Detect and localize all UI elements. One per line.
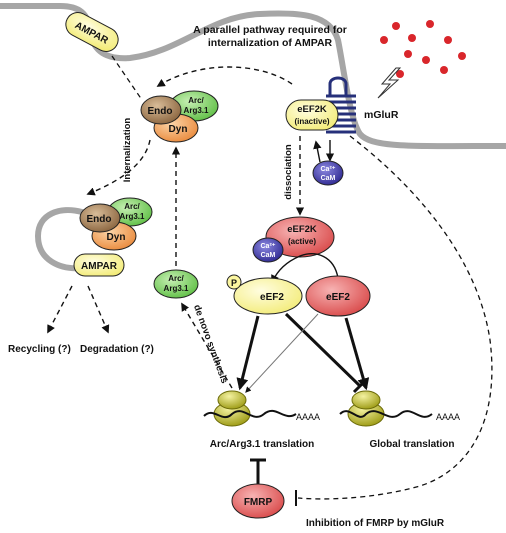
arc-translation-label: Arc/Arg3.1 translation [210,439,314,450]
endocytic-vesicle [34,207,85,272]
ribosome-icon-global [347,390,385,427]
fmrp-label: FMRP [244,497,273,508]
internalization-label: Internalization [122,118,133,183]
polya-tail-right: AAAA [436,412,460,422]
phos-eef2-to-arc-arrow [236,315,260,391]
svg-text:Endo: Endo [148,106,173,117]
phos-eef2-inhibits-global [284,312,368,394]
svg-text:AMPAR: AMPAR [81,261,118,272]
fmrp-protein [231,483,285,519]
svg-text:Arc/: Arc/ [124,202,140,211]
svg-text:Endo: Endo [87,214,112,225]
recycling-label: Recycling (?) [8,344,71,355]
svg-text:Dyn: Dyn [107,232,126,243]
eef2-to-global-arrow [344,317,370,391]
ca-calmodulin-free [312,160,344,186]
svg-text:(inactive): (inactive) [294,117,329,126]
svg-text:P: P [231,278,237,288]
cacam-free-label-line1: Ca²⁺ [321,166,336,173]
global-translation-label: Global translation [369,439,454,450]
svg-text:eEF2: eEF2 [260,292,284,303]
eef2k-inactive: eEF2K (inactive) [285,99,339,131]
arc-protein-newly-synthesized [153,269,199,299]
mrna-strand-global [339,410,433,418]
arc-free-label-line1: Arc/ [168,274,184,283]
ampar-internalized: AMPAR [73,253,125,277]
parallel-pathway-title-line2: internalization of AMPAR [208,37,333,49]
de-novo-synthesis-label: de novo synthesis [191,303,230,385]
mglur-inhibits-fmrp-path [297,135,493,500]
ampar-to-endocytic-dash [111,55,143,101]
eef2k-active-label-line1: eEF2K [287,224,317,235]
polya-tail-left: AAAA [296,412,320,422]
internalization-arrow [86,139,151,196]
endocytic-complex-vesicle: Arc/ Arg3.1 Dyn Endo [79,197,153,251]
cacam-bound-label-line1: Ca²⁺ [261,243,276,250]
cacam-free-label-line2: CaM [321,175,336,182]
parallel-pathway-arrow [156,66,293,87]
svg-text:Dyn: Dyn [169,124,188,135]
svg-text:Arc/: Arc/ [188,96,204,105]
degradation-label: Degradation (?) [80,344,154,355]
svg-text:Arg3.1: Arg3.1 [184,106,209,115]
svg-text:eEF2: eEF2 [326,292,350,303]
eef2k-active-label-line2: (active) [288,237,316,246]
mglur-label: mGluR [364,109,399,121]
dissociation-label: dissociation [283,144,294,200]
fmrp-inhibition-label: Inhibition of FMRP by mGluR [306,518,445,529]
glutamate-dots [380,20,466,78]
endophilin-protein-vesicle [79,203,121,233]
recycling-arrow [47,285,73,334]
lightning-bolt-icon [377,67,402,99]
de-novo-synthesis-arrow [181,302,233,389]
degradation-arrow [87,285,110,334]
endophilin-protein [140,95,182,125]
svg-text:Arg3.1: Arg3.1 [120,212,145,221]
eef2-phosphorylation-arc [271,253,339,284]
eef2-unphosphorylated: eEF2 [305,275,371,317]
endocytic-complex-top: Arc/ Arg3.1 Dyn Endo [140,90,219,143]
parallel-pathway-title-line1: A parallel pathway required for [193,24,347,36]
ribosome-icon [213,390,251,427]
cacam-to-eef2k-arrow [313,140,322,163]
fmrp-inhibits-arc-translation [250,458,266,484]
cacam-bound-label-line2: CaM [261,252,276,259]
eef2-phosphorylated: eEF2 [233,277,303,315]
arc-free-label-line2: Arg3.1 [164,284,189,293]
ca-calmodulin-bound [252,237,284,263]
mrna-strand [203,409,297,419]
phosphate-icon: P [226,274,242,290]
ampar-surface: AMPAR [65,11,119,53]
svg-text:eEF2K: eEF2K [297,104,327,115]
eef2-to-arc-arrow-thin [245,313,319,393]
